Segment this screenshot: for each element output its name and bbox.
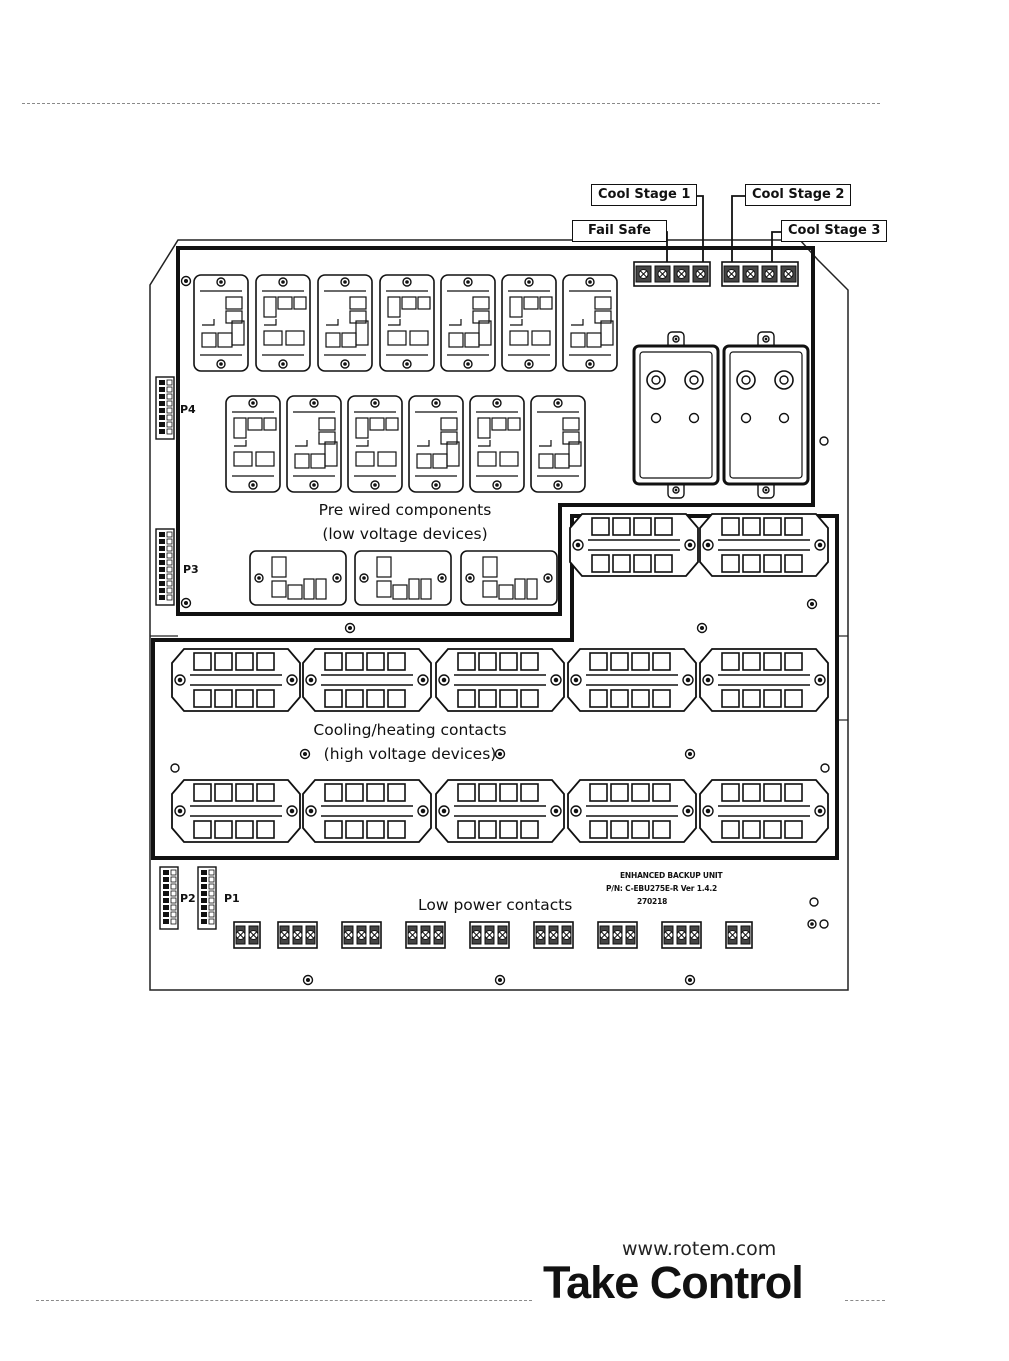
callout-cool-stage-3: Cool Stage 3 — [781, 220, 887, 242]
port-label-p4: P4 — [180, 403, 196, 416]
contactor — [303, 780, 431, 842]
contactor — [568, 780, 696, 842]
side-connector — [156, 529, 174, 605]
contactor — [700, 780, 828, 842]
small-relay — [461, 551, 557, 605]
footer-tagline: Take Control — [543, 1258, 803, 1308]
silkscreen-part-number: P/N: C-EBU275E-R Ver 1.4.2 — [606, 884, 717, 894]
silkscreen-title: ENHANCED BACKUP UNIT — [620, 871, 722, 881]
side-connector — [160, 867, 178, 929]
footer-divider-right — [845, 1300, 885, 1301]
contactor — [700, 649, 828, 711]
relay-socket — [256, 275, 310, 371]
transformer — [634, 332, 718, 498]
port-label-p3: P3 — [183, 563, 199, 576]
footer-divider-left — [36, 1300, 532, 1301]
relay-socket — [563, 275, 617, 371]
transformer — [724, 332, 808, 498]
relay-socket — [380, 275, 434, 371]
port-label-p1: P1 — [224, 892, 240, 905]
prewired-caption: Pre wired components (low voltage device… — [300, 498, 510, 546]
contactor — [436, 649, 564, 711]
prewired-caption-line1: Pre wired components — [300, 498, 510, 522]
side-connector — [198, 867, 216, 929]
relay-socket — [287, 396, 341, 492]
small-relay — [355, 551, 451, 605]
relay-sockets — [194, 275, 617, 605]
relay-socket — [502, 275, 556, 371]
contactor — [568, 649, 696, 711]
port-label-p2: P2 — [180, 892, 196, 905]
cooling-caption: Cooling/heating contacts (high voltage d… — [295, 718, 525, 766]
relay-socket — [409, 396, 463, 492]
contactor — [700, 514, 828, 576]
contactor — [172, 649, 300, 711]
contactor — [303, 649, 431, 711]
contactor — [436, 780, 564, 842]
relay-socket — [441, 275, 495, 371]
relay-socket — [348, 396, 402, 492]
side-connector — [156, 377, 174, 439]
relay-socket — [531, 396, 585, 492]
relay-socket — [194, 275, 248, 371]
cooling-caption-line2: (high voltage devices) — [295, 742, 525, 766]
contactor — [172, 780, 300, 842]
relay-socket — [226, 396, 280, 492]
prewired-caption-line2: (low voltage devices) — [300, 522, 510, 546]
callout-fail-safe: Fail Safe — [572, 220, 667, 242]
bottom-terminal-strip — [234, 922, 752, 948]
contactor — [570, 514, 698, 576]
relay-socket — [318, 275, 372, 371]
relay-socket — [470, 396, 524, 492]
callout-cool-stage-1: Cool Stage 1 — [591, 184, 697, 206]
cooling-caption-line1: Cooling/heating contacts — [295, 718, 525, 742]
silkscreen-date-code: 270218 — [637, 897, 667, 907]
small-relay — [250, 551, 346, 605]
low-power-caption: Low power contacts — [418, 893, 572, 917]
transformers — [634, 332, 808, 498]
top-terminal-blocks — [634, 262, 798, 286]
callout-cool-stage-2: Cool Stage 2 — [745, 184, 851, 206]
